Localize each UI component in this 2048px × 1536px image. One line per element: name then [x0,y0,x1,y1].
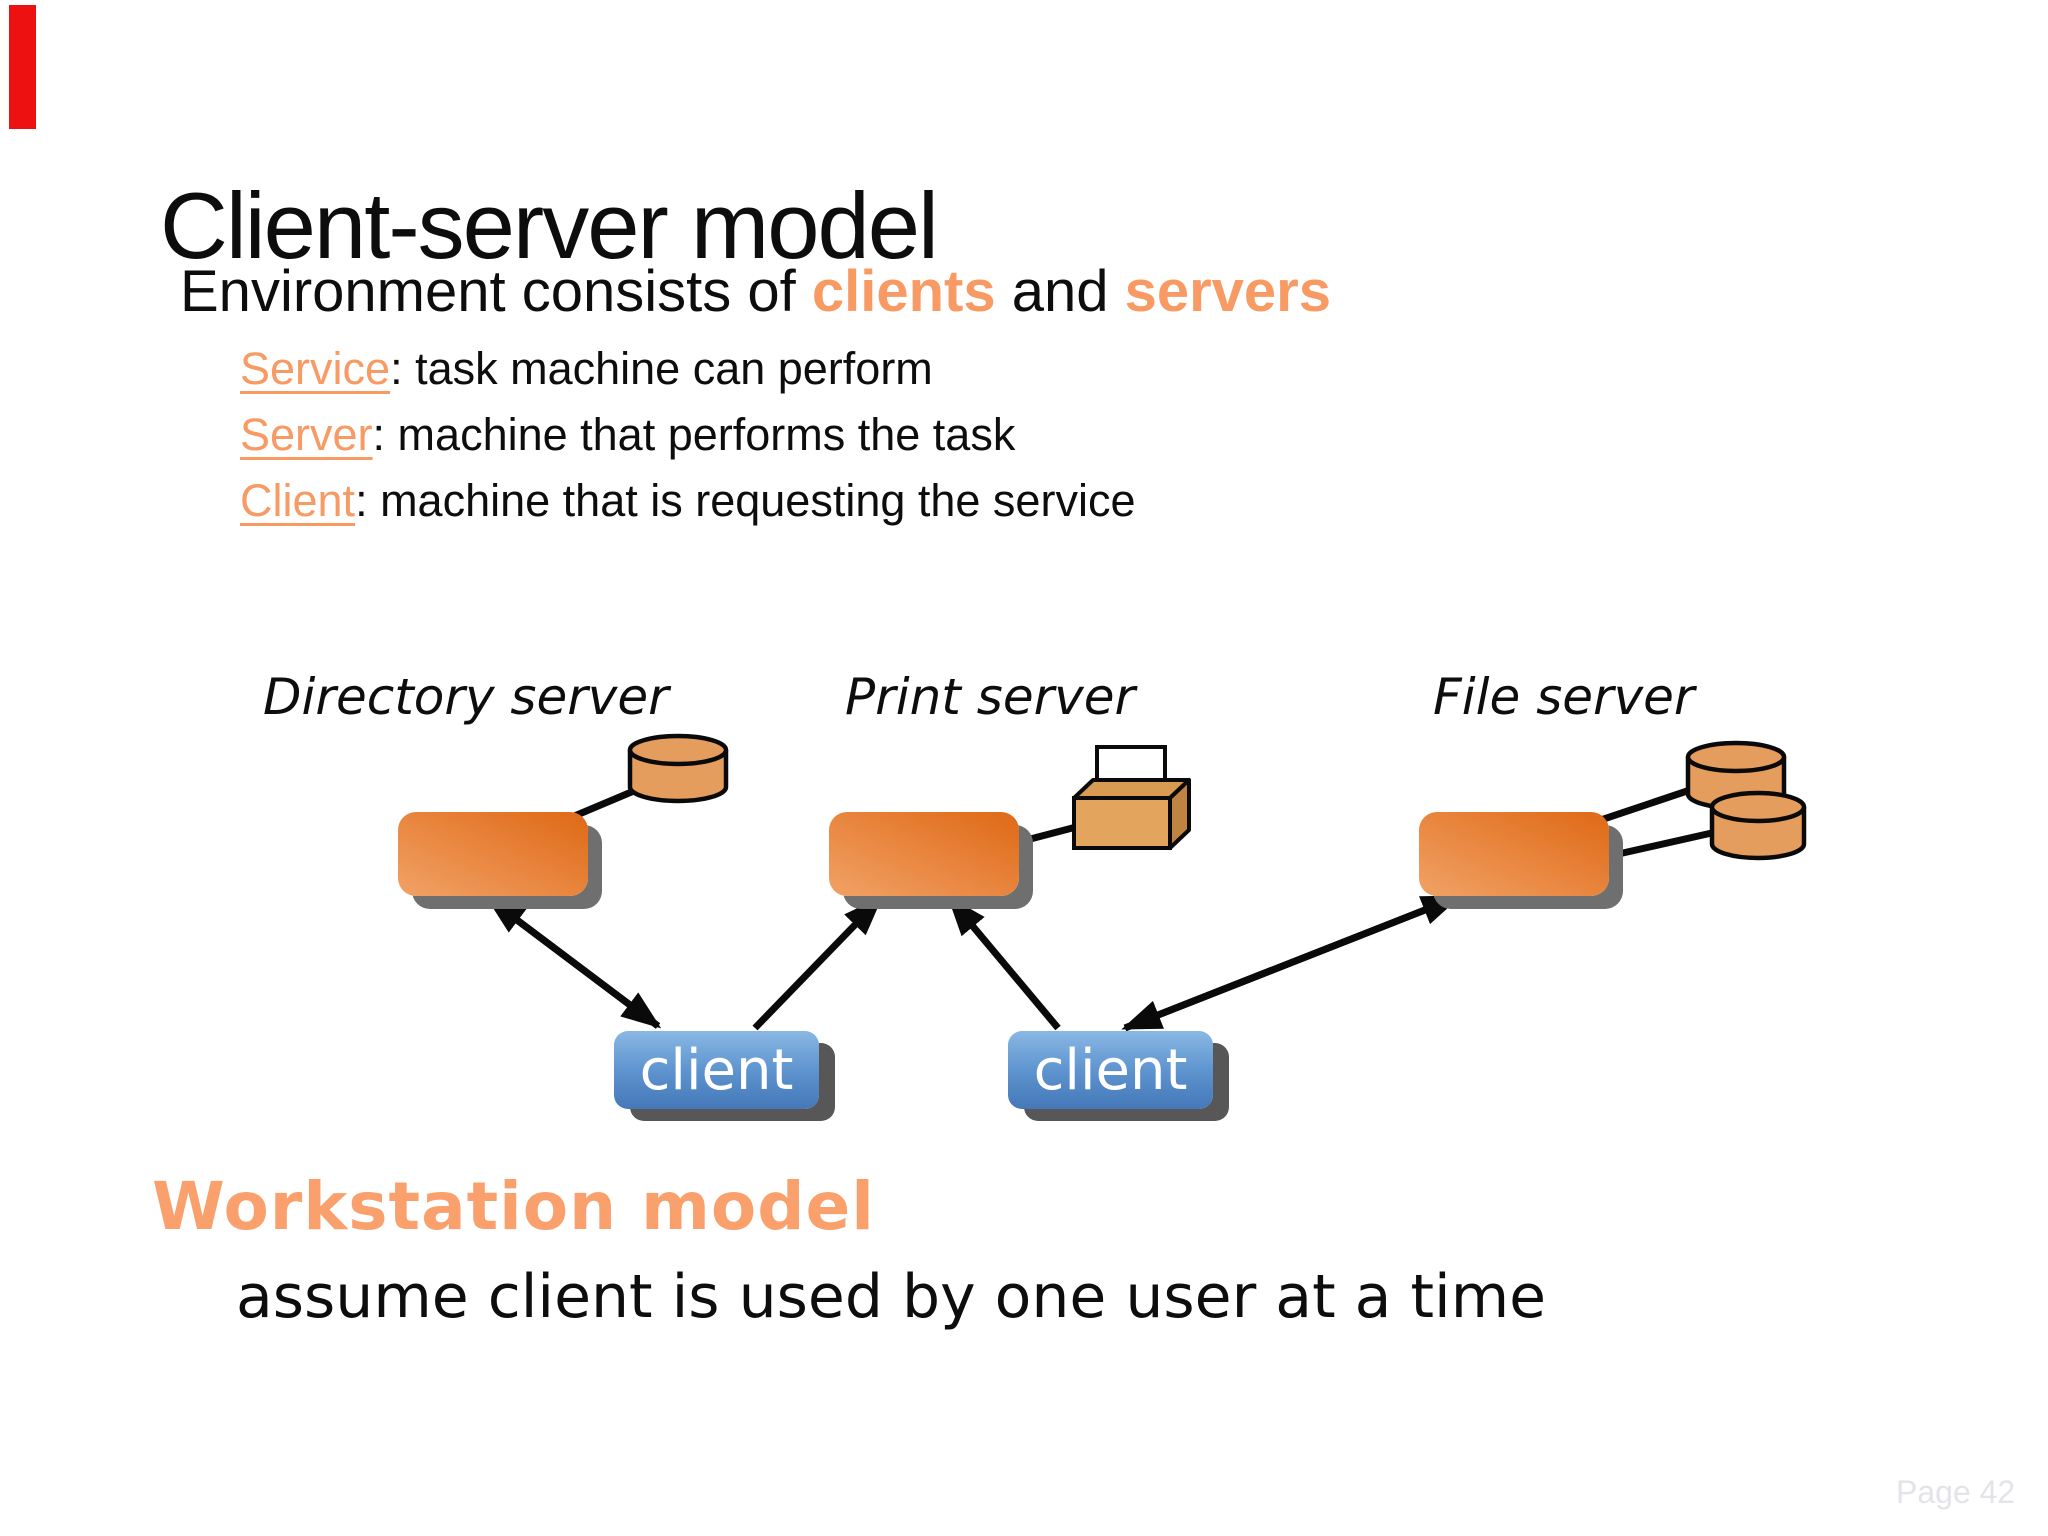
client-box-2-label: client [1033,1037,1188,1103]
client2-to-print-arrow [947,895,1061,1031]
file-db-cylinder-front-icon [1709,790,1807,861]
directory-to-client1-arrow [486,896,662,1029]
bullet-client-keyword: Client [240,475,356,526]
client-box-2: client [1008,1031,1213,1109]
directory-server-box [398,812,588,896]
bullet-server: Server: machine that performs the task [240,402,1135,468]
workstation-model-heading: Workstation model [152,1168,875,1245]
subtitle-highlight-servers: servers [1124,259,1332,324]
subtitle-prefix: Environment consists of [180,259,812,324]
file-server-label: File server [1433,668,1695,726]
red-marker-bar [9,5,36,129]
printer-icon [1072,745,1191,850]
bullet-server-text: : machine that performs the task [372,409,1016,460]
directory-db-cylinder-icon [627,733,729,804]
page-number-label: Page 42 [1896,1474,2016,1510]
subtitle-line: Environment consists of clients and serv… [180,258,1331,325]
bullet-client: Client: machine that is requesting the s… [240,468,1135,534]
definition-list: Service: task machine can perform Server… [240,336,1135,534]
print-server-label: Print server [845,668,1136,726]
bullet-server-keyword: Server [240,409,373,460]
bullet-service-text: : task machine can perform [390,343,933,394]
subtitle-highlight-clients: clients [811,259,996,324]
client-box-1: client [614,1031,819,1109]
bullet-client-text: : machine that is requesting the service [355,475,1136,526]
workstation-note: assume client is used by one user at a t… [236,1262,1547,1332]
slide-title: Client-server model [160,173,939,278]
printer-connector-line [1014,822,1081,847]
bullet-service: Service: task machine can perform [240,336,1135,402]
client1-to-print-arrow [752,896,883,1031]
print-server-box [829,812,1019,896]
bullet-service-keyword: Service [240,343,391,394]
directory-server-label: Directory server [263,668,669,726]
client-box-1-label: client [639,1037,794,1103]
file-server-box [1419,812,1609,896]
file-to-client2-arrow [1121,893,1460,1032]
subtitle-middle: and [995,259,1125,324]
